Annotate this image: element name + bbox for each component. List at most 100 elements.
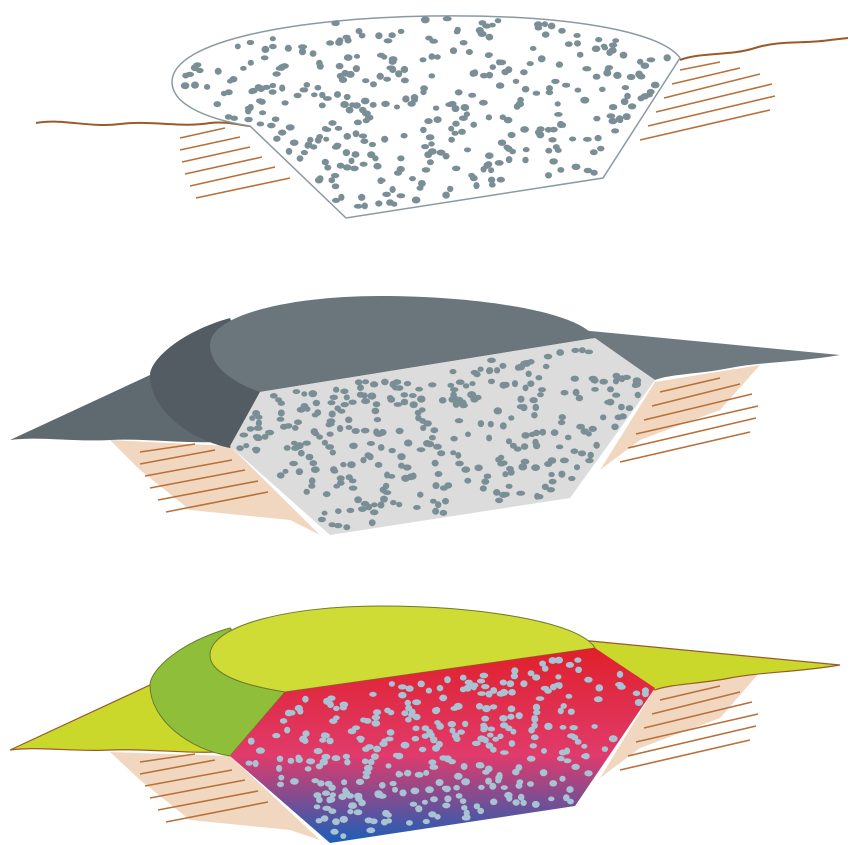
particle-dot [283, 469, 289, 474]
particle-dot [181, 82, 190, 89]
particle-dot [404, 770, 411, 777]
particle-dot [316, 434, 323, 439]
particle-dot [277, 756, 283, 762]
particle-dot [512, 380, 518, 387]
particle-dot [611, 424, 618, 431]
particle-dot [606, 49, 613, 56]
particle-dot [318, 517, 326, 523]
particle-dot [333, 20, 340, 26]
particle-dot [424, 118, 432, 124]
particle-dot [539, 429, 546, 436]
particle-dot [509, 740, 516, 747]
particle-dot [609, 104, 617, 110]
particle-dot [322, 440, 328, 446]
particle-dot [331, 469, 338, 474]
particle-dot [558, 420, 565, 425]
particle-dot [319, 103, 326, 109]
particle-dot [448, 126, 454, 132]
particle-dot [426, 134, 435, 140]
particle-dot [257, 122, 265, 127]
particle-dot [394, 105, 400, 110]
particle-dot [360, 717, 367, 722]
particle-dot [490, 64, 496, 70]
particle-dot [434, 116, 442, 123]
particle-dot [367, 441, 375, 446]
particle-dot [500, 689, 508, 696]
particle-dot [633, 691, 641, 697]
particle-dot [495, 775, 502, 782]
particle-dot [296, 468, 303, 475]
particle-dot [609, 735, 618, 742]
particle-dot [412, 736, 420, 742]
particle-dot [541, 686, 550, 691]
particle-dot [277, 782, 284, 788]
particle-dot [372, 408, 380, 415]
particle-dot [500, 460, 507, 465]
particle-dot [252, 447, 261, 452]
particle-dot [262, 46, 270, 53]
particle-dot [420, 85, 428, 91]
particle-dot [461, 104, 470, 111]
particle-dot [322, 511, 328, 516]
particle-dot [357, 384, 364, 391]
particle-dot [278, 775, 284, 781]
particle-dot [607, 113, 616, 118]
particle-dot [433, 482, 440, 489]
particle-dot [417, 447, 426, 452]
particle-dot [338, 194, 344, 201]
particle-dot [354, 793, 362, 800]
particle-dot [324, 165, 331, 171]
particle-dot [286, 148, 293, 155]
particle-dot [341, 779, 347, 785]
particle-dot [369, 519, 376, 526]
particle-dot [332, 755, 341, 761]
particle-dot [448, 137, 455, 143]
particle-dot [604, 400, 612, 405]
particle-dot [575, 667, 582, 673]
particle-dot [379, 741, 387, 747]
particle-dot [533, 704, 540, 711]
particle-dot [543, 364, 550, 369]
particle-dot [527, 756, 536, 762]
particle-dot [542, 484, 549, 490]
particle-dot [485, 766, 493, 773]
particle-dot [443, 153, 450, 160]
particle-dot [553, 144, 560, 150]
particle-dot [428, 141, 434, 146]
panel-bottom-colored-mound [10, 606, 840, 843]
particle-dot [425, 786, 434, 793]
particle-dot [419, 747, 426, 752]
particle-dot [380, 496, 388, 503]
particle-dot [415, 410, 422, 416]
particle-dot [468, 93, 476, 98]
particle-dot [289, 461, 298, 466]
particle-dot [545, 172, 552, 178]
particle-dot [332, 818, 340, 825]
particle-dot [256, 420, 262, 427]
particle-dot [398, 684, 407, 689]
particle-dot [420, 127, 427, 133]
particle-dot [447, 383, 454, 388]
particle-dot [450, 369, 457, 374]
particle-dot [327, 432, 334, 437]
particle-dot [276, 765, 282, 772]
particle-dot [499, 715, 507, 722]
particle-dot [427, 159, 434, 165]
particle-dot [488, 727, 496, 732]
particle-dot [439, 755, 447, 761]
particle-dot [435, 471, 443, 477]
particle-dot [329, 808, 337, 814]
particle-dot [405, 717, 412, 723]
particle-dot [340, 816, 348, 823]
particle-dot [605, 65, 613, 70]
particle-dot [612, 393, 620, 398]
particle-dot [373, 746, 381, 753]
particle-dot [485, 778, 492, 785]
particle-dot [265, 430, 274, 436]
particle-dot [345, 417, 352, 424]
particle-dot [368, 759, 375, 766]
particle-dot [429, 765, 438, 770]
particle-dot [365, 817, 373, 823]
particle-dot [406, 685, 414, 691]
particle-dot [328, 400, 336, 405]
